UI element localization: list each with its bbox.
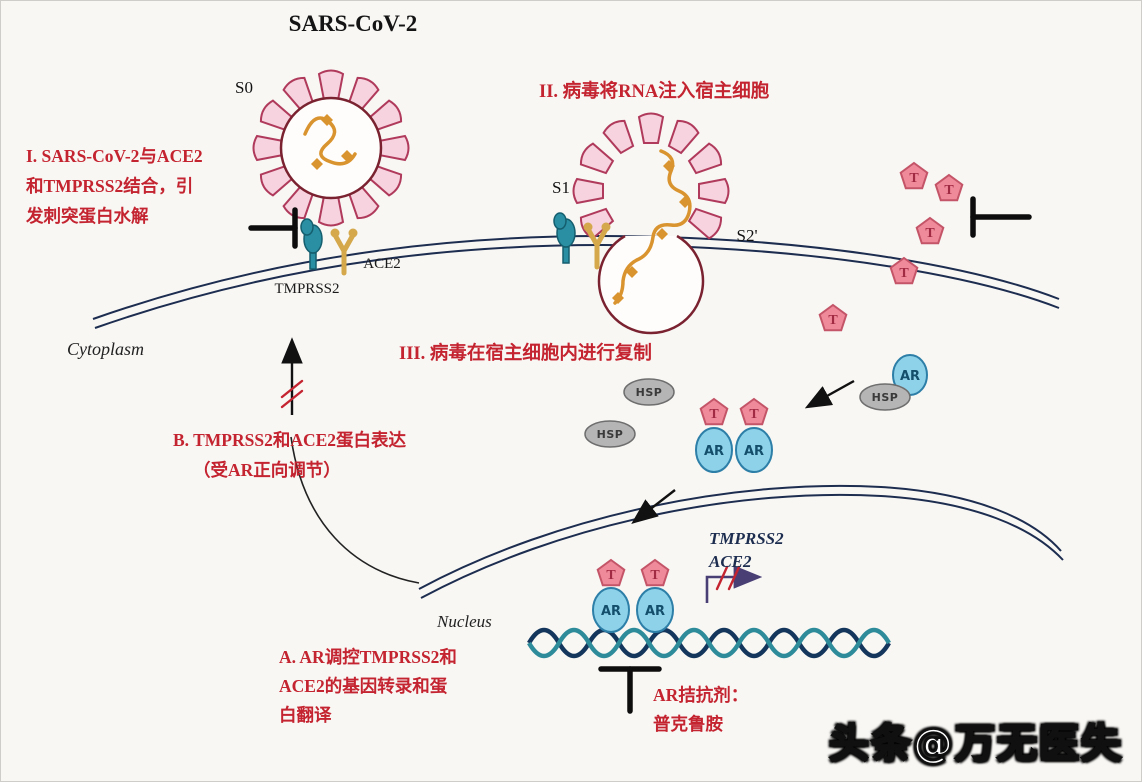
virion-fusing bbox=[572, 112, 730, 335]
cytoplasm-label: Cytoplasm bbox=[67, 339, 144, 359]
viral-envelope-open bbox=[597, 234, 705, 335]
androgen-pentagon: T bbox=[596, 559, 626, 587]
inhibition-bar-left bbox=[248, 207, 298, 249]
watermark: 头条@万无医失 bbox=[828, 720, 1123, 768]
androgen-label: T bbox=[606, 568, 616, 583]
annotation-antagonist-line2: 普克鲁胺 bbox=[653, 714, 723, 734]
androgen-label: T bbox=[899, 266, 909, 281]
androgen-pentagon: T bbox=[739, 398, 769, 426]
annotation-note-b: B. TMPRSS2和ACE2蛋白表达 （受AR正向调节） bbox=[173, 425, 406, 485]
ar-label: AR bbox=[900, 369, 920, 384]
spike-ring-2 bbox=[572, 112, 730, 242]
annotation-note-a-line2: ACE2的基因转录和蛋 bbox=[279, 676, 448, 696]
s1-label: S1 bbox=[552, 178, 570, 197]
inhibition-bar-antagonist bbox=[598, 666, 662, 714]
annotation-step1-line3: 发刺突蛋白水解 bbox=[26, 206, 149, 226]
hsp-label: HSP bbox=[597, 428, 624, 441]
inhibition-bar-right bbox=[970, 196, 1032, 238]
androgen-pentagon: T bbox=[640, 559, 670, 587]
androgen-label: T bbox=[944, 183, 954, 198]
androgen-pentagon: T bbox=[889, 257, 919, 285]
annotation-step1-line1: I. SARS-CoV-2与ACE2 bbox=[26, 146, 203, 166]
ar-label: AR bbox=[704, 444, 724, 459]
annotation-step2: II. 病毒将RNA注入宿主细胞 bbox=[539, 82, 770, 102]
ar-hsp-complex: AR HSP bbox=[859, 354, 928, 411]
hsp-label: HSP bbox=[872, 391, 899, 404]
injected-rna bbox=[612, 149, 692, 305]
annotation-antagonist-line1: AR拮抗剂： bbox=[653, 685, 749, 705]
ar-dimer-cytoplasm: AR AR T T bbox=[695, 398, 773, 473]
annotation-note-a: A. AR调控TMPRSS2和 ACE2的基因转录和蛋 白翻译 bbox=[279, 643, 457, 730]
viral-envelope bbox=[279, 96, 383, 200]
transcription-arrow bbox=[705, 565, 763, 603]
ar-receptor: AR bbox=[695, 427, 733, 473]
annotation-step1: I. SARS-CoV-2与ACE2 和TMPRSS2结合，引 发刺突蛋白水解 bbox=[26, 141, 203, 231]
gene-tmprss2-label: TMPRSS2 bbox=[709, 529, 784, 548]
hsp-chaperone: HSP bbox=[859, 383, 911, 411]
annotation-note-b-line1: B. TMPRSS2和ACE2蛋白表达 bbox=[173, 430, 407, 450]
nuclear-envelope bbox=[418, 484, 1064, 599]
viral-rna bbox=[303, 114, 357, 170]
s0-label: S0 bbox=[235, 78, 253, 97]
ar-label: AR bbox=[601, 604, 621, 619]
cell-membrane bbox=[92, 235, 1060, 329]
annotation-note-a-line3: 白翻译 bbox=[279, 705, 332, 725]
androgen-pentagon: T bbox=[818, 304, 848, 332]
androgen-label: T bbox=[749, 407, 759, 422]
ar-receptor: AR bbox=[636, 587, 674, 633]
arrow-ar-activation bbox=[804, 379, 855, 409]
hsp-label: HSP bbox=[636, 386, 663, 399]
androgen-pentagon: T bbox=[899, 162, 929, 190]
ar-receptor: AR bbox=[735, 427, 773, 473]
androgen-pentagon: T bbox=[934, 174, 964, 202]
figure-title: SARS-CoV-2 bbox=[288, 11, 418, 36]
ar-label: AR bbox=[744, 444, 764, 459]
ar-label: AR bbox=[645, 604, 665, 619]
annotation-note-a-line1: A. AR调控TMPRSS2和 bbox=[279, 647, 457, 667]
dna-helix bbox=[527, 627, 891, 659]
androgen-label: T bbox=[828, 313, 838, 328]
androgen-label: T bbox=[709, 407, 719, 422]
ar-dimer-nucleus: AR AR T T bbox=[592, 559, 674, 633]
annotation-antagonist: AR拮抗剂： 普克鲁胺 bbox=[653, 681, 748, 739]
nucleus-label: Nucleus bbox=[436, 612, 492, 631]
androgen-molecules: T T T T T bbox=[818, 162, 964, 332]
arrow-nuclear-import bbox=[631, 489, 676, 524]
upregulation-arrow bbox=[280, 337, 304, 415]
ar-receptor: AR bbox=[592, 587, 630, 633]
annotation-note-b-line2: （受AR正向调节） bbox=[193, 460, 341, 480]
androgen-label: T bbox=[650, 568, 660, 583]
tmprss2-label: TMPRSS2 bbox=[274, 281, 339, 297]
hsp-chaperone: HSP bbox=[584, 420, 636, 448]
ace2-label: ACE2 bbox=[363, 256, 401, 272]
gene-ace2-label: ACE2 bbox=[708, 552, 752, 571]
androgen-pentagon: T bbox=[699, 398, 729, 426]
hsp-chaperone: HSP bbox=[623, 378, 675, 406]
signal-curve bbox=[290, 436, 420, 584]
annotation-step3: III. 病毒在宿主细胞内进行复制 bbox=[399, 344, 652, 364]
androgen-label: T bbox=[909, 171, 919, 186]
s2prime-label: S2' bbox=[736, 226, 757, 245]
androgen-label: T bbox=[925, 226, 935, 241]
virion-free bbox=[252, 69, 410, 227]
annotation-step1-line2: 和TMPRSS2结合，引 bbox=[26, 176, 194, 196]
androgen-pentagon: T bbox=[915, 217, 945, 245]
